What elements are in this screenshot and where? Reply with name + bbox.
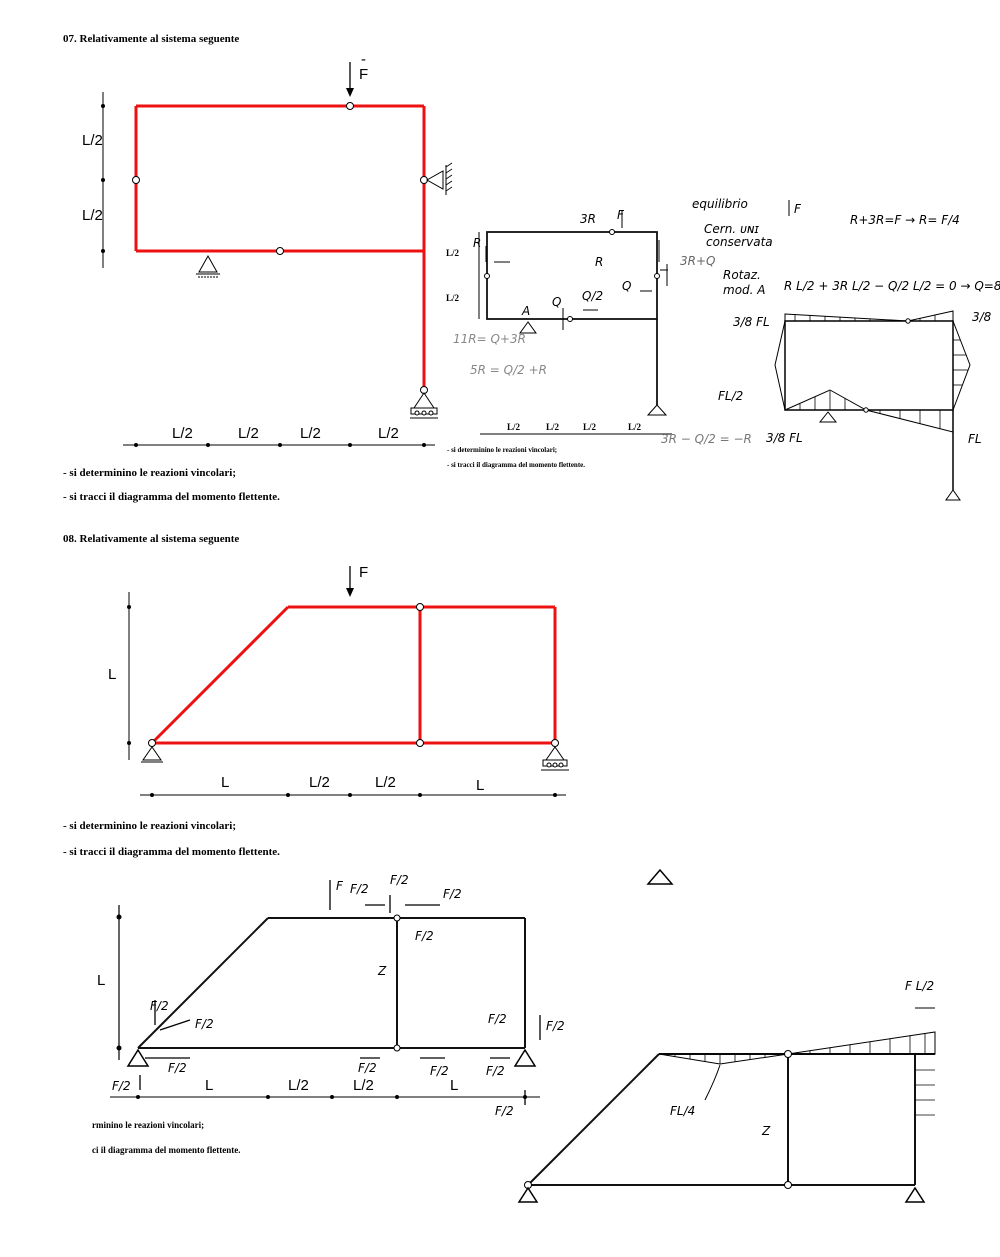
sol08-f2-d: F/2 bbox=[415, 929, 434, 943]
sol07-11r: 11R= Q+3R bbox=[453, 332, 526, 346]
svg-text:L/2: L/2 bbox=[583, 422, 597, 432]
ex07-force-label: F bbox=[359, 66, 368, 83]
sol08-dim-h2: L/2 bbox=[288, 1077, 309, 1094]
sol07-3r-eq: 3R − Q/2 = −R bbox=[661, 432, 752, 446]
sol07-m38c: 3/8 FL bbox=[766, 431, 803, 445]
svg-text:L/2: L/2 bbox=[546, 422, 560, 432]
sol07-cerniera: Cern. ᴜɴɪ bbox=[704, 222, 759, 236]
ex08-dim-v: L bbox=[108, 666, 116, 683]
ex08-task1: - si determinino le reazioni vincolari; bbox=[63, 820, 237, 832]
sol07-equilibrio: equilibrio bbox=[692, 197, 748, 211]
sol08-f2-h: F/2 bbox=[546, 1019, 565, 1033]
ex07-dim-h1: L/2 bbox=[172, 425, 193, 442]
sol08-f2-g: F/2 bbox=[488, 1012, 507, 1026]
ex08-title: 08. Relativamente al sistema seguente bbox=[63, 533, 240, 545]
sol08-f2-i: F/2 bbox=[168, 1061, 187, 1075]
sol08-z: Z bbox=[377, 964, 387, 978]
ex08-dim-h2: L/2 bbox=[309, 774, 330, 791]
sol08-f2-e: F/2 bbox=[150, 999, 169, 1013]
sol07-eq2: R L/2 + 3R L/2 − Q/2 L/2 = 0 → Q=8 bbox=[784, 279, 1000, 293]
sol08-fl2: F L/2 bbox=[905, 979, 934, 993]
sol07-rotaz: Rotaz. bbox=[723, 268, 761, 282]
sol08-f-top: F bbox=[336, 879, 344, 893]
sol08-f2-m: F/2 bbox=[112, 1079, 131, 1093]
ex07-task1: - si determinino le reazioni vincolari; bbox=[63, 467, 237, 479]
ex07-dim-h3: L/2 bbox=[300, 425, 321, 442]
sol07-m38b: 3/8 bbox=[972, 310, 992, 324]
sol07-q-right: Q bbox=[622, 279, 631, 293]
sol07-m38a: 3/8 FL bbox=[733, 315, 770, 329]
sol07-r-mid: R bbox=[595, 255, 603, 269]
sol07-q: Q bbox=[552, 295, 561, 309]
sol08-dim-h4: L bbox=[450, 1077, 458, 1094]
sol08-f2-l: F/2 bbox=[486, 1064, 505, 1078]
sol07-cerniera2: conservata bbox=[706, 235, 773, 249]
sol07-5r: 5R = Q/2 +R bbox=[470, 363, 547, 377]
sol08-f2-j: F/2 bbox=[358, 1061, 377, 1075]
sol07-q2: Q/2 bbox=[582, 289, 603, 303]
sol08-f2-c: F/2 bbox=[443, 887, 462, 901]
sol08-f2-k: F/2 bbox=[430, 1064, 449, 1078]
ex07-task2: - si tracci il diagramma del momento fle… bbox=[63, 491, 280, 503]
ex08-dim-h3: L/2 bbox=[375, 774, 396, 791]
sol08-z2: Z bbox=[761, 1124, 771, 1138]
ex07-title: 07. Relativamente al sistema seguente bbox=[63, 33, 240, 45]
ex08-dim-h4: L bbox=[476, 777, 484, 794]
sol08-f2-n: F/2 bbox=[495, 1104, 514, 1118]
sol07-task1: - si determinino le reazioni vincolari; bbox=[447, 446, 558, 454]
sol08-f2-b: F/2 bbox=[390, 873, 409, 887]
svg-text:L/2: L/2 bbox=[446, 293, 460, 303]
ex07-dim-v1: L/2 bbox=[82, 132, 103, 149]
ex07-dim-h2: L/2 bbox=[238, 425, 259, 442]
sol07-3r-top: 3R bbox=[580, 212, 596, 226]
sol07-eq1: R+3R=F → R= F/4 bbox=[850, 213, 960, 227]
svg-text:L/2: L/2 bbox=[628, 422, 642, 432]
sol07-f-eq: F bbox=[794, 202, 802, 216]
sol08-f2-f: F/2 bbox=[195, 1017, 214, 1031]
ex08-force-label: F bbox=[359, 564, 368, 581]
sol07-a: A bbox=[521, 304, 530, 318]
sol08-dim-h1: L bbox=[205, 1077, 213, 1094]
sol08-fl4: FL/4 bbox=[670, 1104, 695, 1118]
sol07-r-left: R bbox=[473, 236, 481, 250]
ex08-dim-h1: L bbox=[221, 774, 229, 791]
sol07-task2: - si tracci il diagramma del momento fle… bbox=[447, 461, 586, 469]
sol08-task2: ci il diagramma del momento flettente. bbox=[92, 1145, 241, 1155]
sol07-mfl2: FL/2 bbox=[718, 389, 743, 403]
ex08-task2: - si tracci il diagramma del momento fle… bbox=[63, 846, 280, 858]
svg-text:L/2: L/2 bbox=[446, 248, 460, 258]
sol08-dim-v: L bbox=[97, 972, 105, 989]
ex07-dim-v2: L/2 bbox=[82, 207, 103, 224]
svg-text:L/2: L/2 bbox=[507, 422, 521, 432]
sol07-f-top: F bbox=[617, 208, 625, 222]
sol07-rotaz2: mod. A bbox=[723, 283, 766, 297]
sol08-dim-h3: L/2 bbox=[353, 1077, 374, 1094]
ex07-dim-h4: L/2 bbox=[378, 425, 399, 442]
sol07-3rq: 3R+Q bbox=[680, 254, 715, 268]
sol08-f2-a: F/2 bbox=[350, 882, 369, 896]
ex07-force-bar: - bbox=[361, 51, 366, 68]
sol07-mfl: FL bbox=[968, 432, 982, 446]
sol08-task1: rminino le reazioni vincolari; bbox=[92, 1120, 205, 1130]
